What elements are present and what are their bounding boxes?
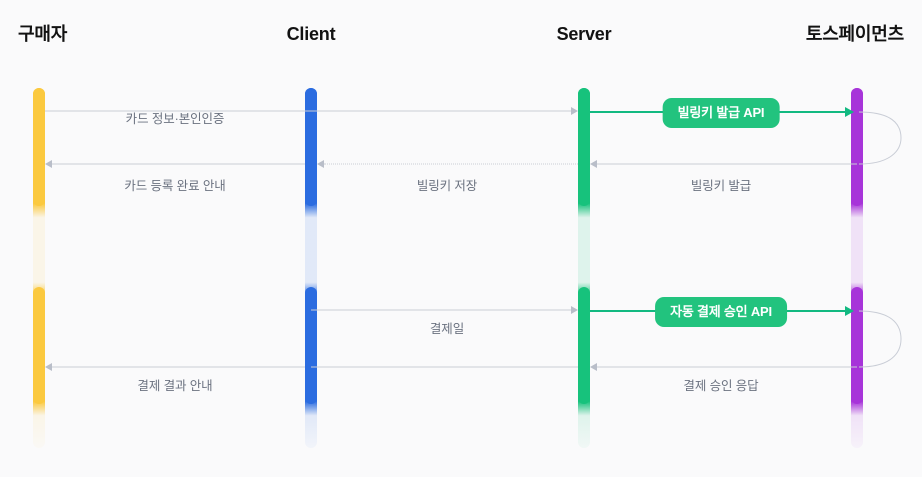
arrow-head-pay-result [45, 363, 52, 371]
arrow-head-billing-key-issued [590, 160, 597, 168]
msg-line-card-info [45, 110, 311, 112]
arrow-head-payment-day [571, 306, 578, 314]
actor-label-buyer: 구매자 [18, 24, 68, 44]
self-loop-toss-billing-key [858, 111, 902, 165]
msg-line-billing-key-store [324, 163, 578, 165]
arrow-head-billing-key-api [845, 107, 854, 117]
msg-line-server-to-client-2 [311, 366, 578, 368]
arrow-head-client-to-server-1 [571, 107, 578, 115]
activation-server-auto-pay [578, 287, 590, 404]
msg-label-billing-key-issued: 빌링키 발급 [690, 179, 752, 193]
msg-line-pay-result [51, 366, 305, 368]
api-pill-auto-pay: 자동 결제 승인 API [655, 297, 787, 327]
activation-toss-auto-pay [851, 287, 863, 404]
msg-label-pay-result: 결제 결과 안내 [137, 379, 213, 393]
msg-label-card-info: 카드 정보·본인인증 [125, 112, 225, 126]
msg-label-card-reg-done: 카드 등록 완료 안내 [124, 179, 226, 193]
actor-label-toss: 토스페이먼츠 [805, 24, 904, 44]
msg-label-pay-approval-resp: 결제 승인 응답 [683, 379, 759, 393]
self-loop-toss-auto-pay [858, 310, 902, 368]
actor-label-server: Server [556, 24, 612, 44]
msg-line-client-to-server-1 [311, 110, 571, 112]
activation-client-billing-key [305, 88, 317, 206]
msg-label-payment-day: 결제일 [429, 322, 465, 336]
arrow-head-pay-approval-resp [590, 363, 597, 371]
actor-label-client: Client [286, 24, 336, 44]
msg-label-billing-key-store: 빌링키 저장 [416, 179, 478, 193]
activation-client-auto-pay [305, 287, 317, 404]
msg-line-card-reg-done [51, 163, 305, 165]
msg-line-pay-approval-resp [596, 366, 857, 368]
activation-server-billing-key [578, 88, 590, 206]
msg-line-payment-day [311, 309, 571, 311]
arrow-head-card-reg-done [45, 160, 52, 168]
arrow-head-auto-pay-api [845, 306, 854, 316]
arrow-head-billing-key-store [317, 160, 324, 168]
activation-buyer-billing-key [33, 88, 45, 206]
activation-buyer-auto-pay [33, 287, 45, 404]
msg-line-billing-key-issued [596, 163, 857, 165]
api-pill-billing-key: 빌링키 발급 API [662, 98, 780, 128]
activation-toss-billing-key [851, 88, 863, 206]
